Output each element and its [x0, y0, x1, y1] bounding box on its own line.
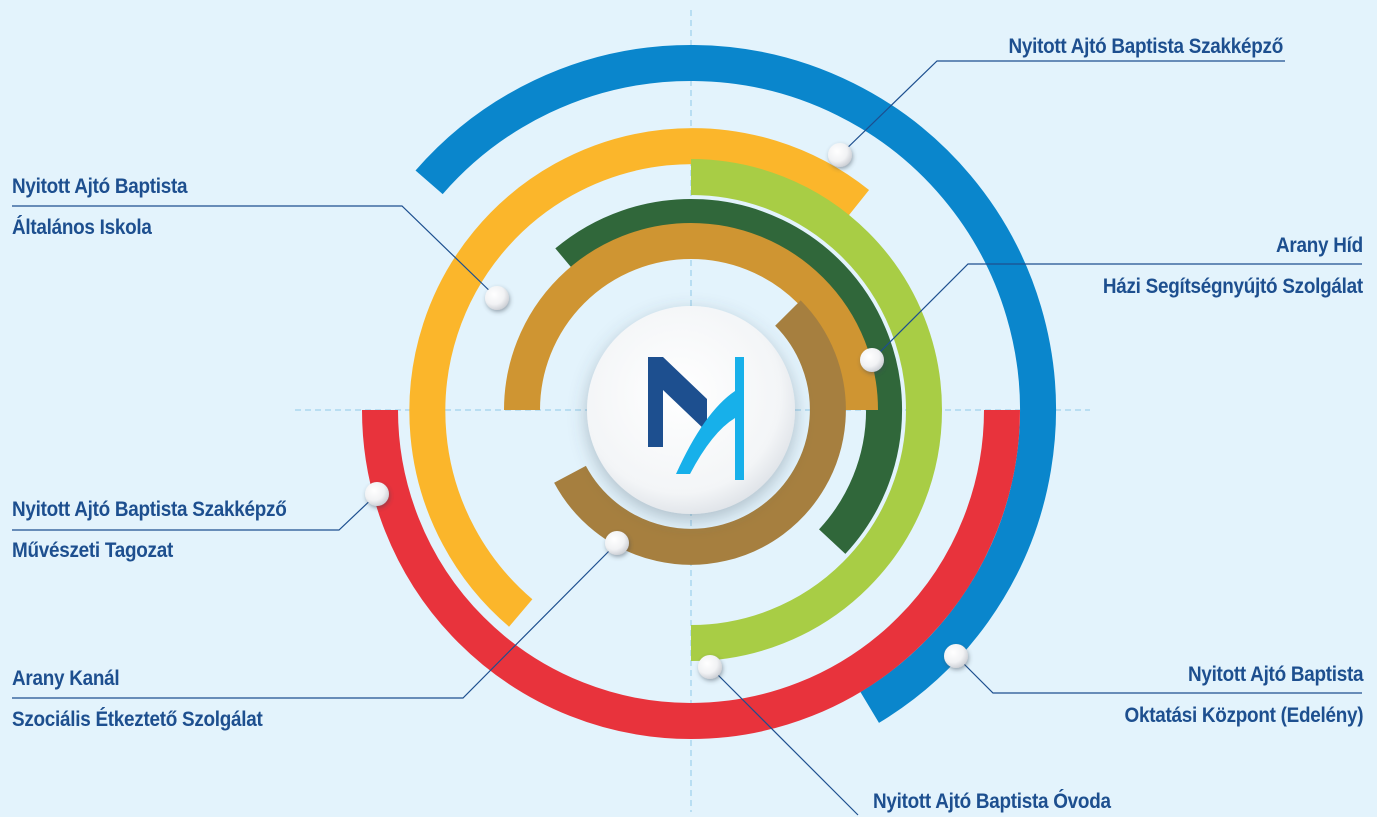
- label-arany-kanal-line2: Szociális Étkeztető Szolgálat: [12, 708, 263, 731]
- label-szakkepzo-line1: Nyitott Ajtó Baptista Szakképző: [1008, 35, 1284, 58]
- label-altalanos-iskola: Nyitott Ajtó Baptista Általános Iskola: [12, 175, 188, 240]
- label-arany-kanal: Arany Kanál Szociális Étkeztető Szolgála…: [12, 667, 263, 732]
- ring-arc-ovoda: [690, 159, 942, 661]
- leader-line-altalanos: [12, 205, 498, 299]
- connector-dot-ovoda: [698, 655, 722, 679]
- label-oktatasi-kozpont: Nyitott Ajtó Baptista Oktatási Központ (…: [1124, 663, 1363, 728]
- label-ovoda-line1: Nyitott Ajtó Baptista Óvoda: [873, 790, 1111, 813]
- leader-line-ovoda: [709, 666, 859, 816]
- label-altalanos-line1: Nyitott Ajtó Baptista: [12, 175, 188, 198]
- label-muveszeti-tagozat: Nyitott Ajtó Baptista Szakképző Művészet…: [12, 498, 287, 563]
- connector-dots: [365, 143, 968, 679]
- nyitott-ajto-logo-icon: [648, 357, 744, 480]
- label-altalanos-line2: Általános Iskola: [12, 216, 152, 239]
- leader-lines: [12, 60, 1362, 816]
- leader-line-muveszeti: [12, 493, 378, 531]
- leader-line-szakkepzo: [839, 60, 1285, 156]
- ring-arc-altalanos: [555, 198, 903, 554]
- leader-line-arany-hid: [871, 263, 1362, 361]
- connector-dot-arany-hid: [860, 348, 884, 372]
- label-szakkepzo: Nyitott Ajtó Baptista Szakképző: [1008, 35, 1284, 59]
- label-arany-kanal-line1: Arany Kanál: [12, 667, 120, 690]
- ring-arcs: [362, 45, 1056, 739]
- connector-dot-muveszeti: [365, 482, 389, 506]
- connector-dot-oktatasi: [944, 644, 968, 668]
- label-oktatasi-line2: Oktatási Központ (Edelény): [1124, 704, 1363, 727]
- label-muveszeti-line1: Nyitott Ajtó Baptista Szakképző: [12, 498, 287, 521]
- leader-line-arany-kanal: [12, 542, 618, 699]
- label-muveszeti-line2: Művészeti Tagozat: [12, 539, 174, 562]
- connector-dot-altalanos: [485, 286, 509, 310]
- label-arany-hid-line2: Házi Segítségnyújtó Szolgálat: [1103, 275, 1363, 298]
- ring-arc-arany-hid: [554, 300, 846, 565]
- ring-arc-szakkepzo: [409, 128, 870, 627]
- ring-arc-oktatasi: [415, 45, 1056, 723]
- label-oktatasi-line1: Nyitott Ajtó Baptista: [1187, 663, 1364, 686]
- connector-dot-szakkepzo: [828, 143, 852, 167]
- label-arany-hid-line1: Arany Híd: [1276, 234, 1363, 257]
- ring-arc-muveszeti: [362, 409, 1020, 739]
- label-ovoda: Nyitott Ajtó Baptista Óvoda: [873, 790, 1111, 814]
- ring-arc-arany-kanal: [504, 223, 878, 411]
- leader-line-oktatasi: [955, 655, 1362, 694]
- label-arany-hid: Arany Híd Házi Segítségnyújtó Szolgálat: [1103, 234, 1363, 299]
- connector-dot-arany-kanal: [605, 531, 629, 555]
